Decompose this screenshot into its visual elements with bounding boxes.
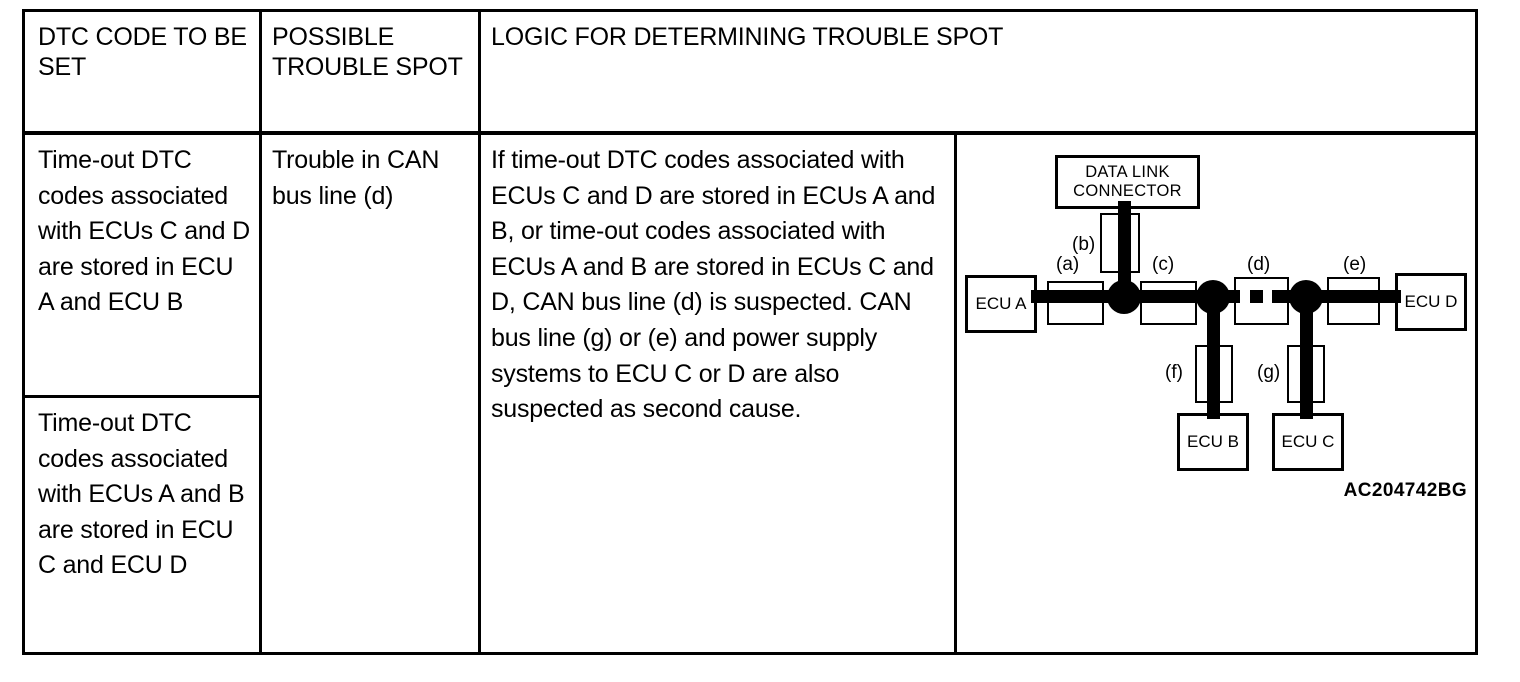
- ecu-a-box: ECU A: [965, 275, 1037, 333]
- figure-code: AC204742BG: [1343, 480, 1467, 501]
- header-logic: LOGIC FOR DETERMINING TROUBLE SPOT: [491, 23, 1004, 51]
- data-link-connector-label-line1: DATA LINK: [1085, 163, 1170, 181]
- column-divider-2: [478, 12, 481, 652]
- junction-node-ecu-c: [1289, 280, 1323, 314]
- segment-label-f: (f): [1165, 362, 1183, 383]
- cell-logic-text: If time-out DTC codes associated with EC…: [491, 146, 936, 424]
- column-divider-1: [259, 12, 262, 652]
- bus-line-data-link-connector: [1118, 201, 1131, 297]
- ecu-d-box: ECU D: [1395, 273, 1467, 331]
- ecu-c-box: ECU C: [1272, 413, 1344, 471]
- dot-2: [1249, 290, 1263, 303]
- bus-line-ecu-b-branch: [1207, 293, 1220, 419]
- ecu-b-box: ECU B: [1177, 413, 1249, 471]
- bus-line-ecu-c-branch: [1300, 293, 1313, 419]
- segment-label-e: (e): [1343, 254, 1367, 275]
- dot-3: [1272, 290, 1285, 303]
- segment-window-a: [1047, 281, 1104, 325]
- segment-label-b: (b): [1072, 234, 1096, 255]
- column-divider-diagram: [954, 131, 957, 652]
- can-bus-network-diagram: DATA LINK CONNECTOR ECU A ECU B ECU C EC…: [957, 135, 1475, 655]
- segment-label-c: (c): [1152, 254, 1175, 275]
- header-body-divider: [25, 131, 1475, 135]
- cell-dtc-row-2: Time-out DTC codes associated with ECUs …: [38, 409, 245, 580]
- segment-label-d: (d): [1247, 254, 1271, 275]
- data-link-connector-box: DATA LINK CONNECTOR: [1055, 155, 1200, 209]
- cell-dtc-row-1: Time-out DTC codes associated with ECUs …: [38, 146, 250, 317]
- data-link-connector-label-line2: CONNECTOR: [1073, 182, 1182, 200]
- header-possible-trouble-spot: POSSIBLE TROUBLE SPOT: [272, 23, 463, 81]
- cell-can-bus-diagram: DATA LINK CONNECTOR ECU A ECU B ECU C EC…: [957, 135, 1475, 655]
- table-inner: DTC CODE TO BE SET POSSIBLE TROUBLE SPOT…: [25, 12, 1475, 652]
- cell-possible-trouble-spot: Trouble in CAN bus line (d): [272, 146, 440, 210]
- junction-node-data-link-connector: [1107, 280, 1141, 314]
- segment-label-a: (a): [1056, 254, 1080, 275]
- dot-1: [1227, 290, 1240, 303]
- bus-line-dotted-segment-d: [1227, 290, 1285, 303]
- bus-line-main-right: [1297, 290, 1401, 303]
- segment-label-g: (g): [1257, 362, 1281, 383]
- junction-node-ecu-b: [1196, 280, 1230, 314]
- header-dtc-code: DTC CODE TO BE SET: [38, 23, 247, 81]
- row-divider: [25, 395, 259, 398]
- segment-window-c: [1140, 281, 1197, 325]
- dtc-diagnosis-table: DTC CODE TO BE SET POSSIBLE TROUBLE SPOT…: [22, 9, 1478, 655]
